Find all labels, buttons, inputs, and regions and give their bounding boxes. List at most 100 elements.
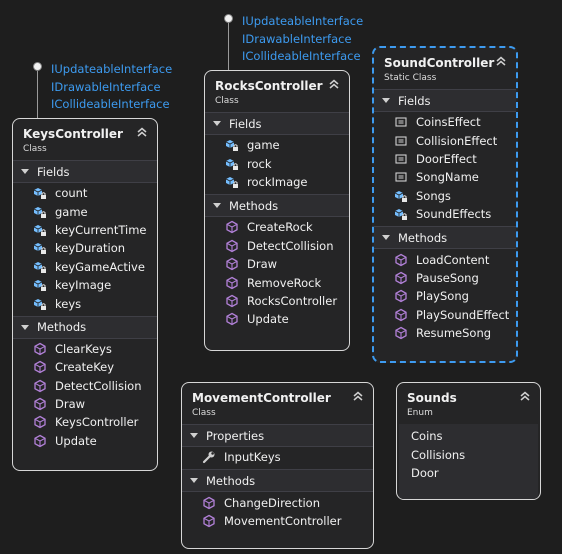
- methods-section-header[interactable]: Methods: [13, 315, 157, 339]
- field-label: keyImage: [55, 278, 112, 293]
- enum-value[interactable]: Door: [411, 465, 439, 480]
- interface-label[interactable]: IUpdateableInterface: [51, 62, 173, 76]
- field-item[interactable]: CollisionEffect: [374, 131, 516, 149]
- method-item[interactable]: ChangeDirection: [182, 493, 373, 511]
- properties-section-header[interactable]: Properties: [182, 424, 373, 447]
- field-item[interactable]: count: [13, 184, 157, 202]
- rocks-controller-box[interactable]: RocksController Class Fields game rock r…: [204, 70, 350, 351]
- field-label: Songs: [416, 188, 451, 203]
- method-label: CreateKey: [55, 360, 115, 375]
- field-label: keys: [55, 296, 82, 311]
- field-item[interactable]: rockImage: [205, 173, 349, 191]
- methods-section-header[interactable]: Methods: [205, 194, 349, 218]
- method-label: PauseSong: [416, 270, 479, 285]
- field-item[interactable]: keys: [13, 294, 157, 312]
- method-label: RemoveRock: [247, 275, 322, 290]
- method-item[interactable]: LoadContent: [374, 250, 516, 268]
- method-item[interactable]: PlaySong: [374, 287, 516, 305]
- method-icon: [33, 397, 47, 411]
- fields-section-header[interactable]: Fields: [13, 160, 157, 183]
- method-item[interactable]: Draw: [13, 395, 157, 413]
- fields-section-header[interactable]: Fields: [374, 89, 516, 112]
- section-label: Methods: [206, 473, 256, 488]
- method-item[interactable]: Update: [13, 432, 157, 450]
- public-field-icon: [394, 152, 408, 166]
- field-item[interactable]: game: [205, 136, 349, 154]
- private-field-icon: [33, 223, 47, 237]
- method-icon: [225, 220, 239, 234]
- field-item[interactable]: keyDuration: [13, 239, 157, 257]
- method-icon: [33, 342, 47, 356]
- method-item[interactable]: ResumeSong: [374, 324, 516, 342]
- method-label: LoadContent: [416, 252, 490, 267]
- collapse-icon[interactable]: [136, 126, 148, 138]
- method-item[interactable]: CreateRock: [205, 218, 349, 236]
- class-kind: Static Class: [384, 73, 437, 83]
- methods-section-header[interactable]: Methods: [182, 469, 373, 493]
- sounds-enum-box[interactable]: Sounds Enum Coins Collisions Door: [396, 382, 541, 500]
- fields-section-header[interactable]: Fields: [205, 112, 349, 135]
- movement-controller-box[interactable]: MovementController Class Properties Inpu…: [181, 382, 374, 549]
- method-item[interactable]: PauseSong: [374, 269, 516, 287]
- interface-label[interactable]: IUpdateableInterface: [242, 14, 364, 28]
- method-icon: [33, 415, 47, 429]
- method-item[interactable]: DetectCollision: [205, 237, 349, 255]
- method-item[interactable]: PlaySoundEffect: [374, 306, 516, 324]
- method-icon: [202, 514, 216, 528]
- method-icon: [394, 289, 408, 303]
- method-item[interactable]: KeysController: [13, 413, 157, 431]
- field-item[interactable]: game: [13, 202, 157, 220]
- method-item[interactable]: RocksController: [205, 292, 349, 310]
- enum-values-list: Coins Collisions Door: [399, 424, 538, 499]
- section-label: Properties: [206, 428, 265, 443]
- method-item[interactable]: Draw: [205, 255, 349, 273]
- method-item[interactable]: Update: [205, 310, 349, 328]
- public-field-icon: [394, 115, 408, 129]
- private-field-icon: [225, 175, 239, 189]
- method-icon: [202, 496, 216, 510]
- field-item[interactable]: SoundEffects: [374, 205, 516, 223]
- interface-label[interactable]: ICollideableInterface: [242, 49, 361, 63]
- field-item[interactable]: DoorEffect: [374, 150, 516, 168]
- wrench-icon: [202, 450, 216, 464]
- section-label: Methods: [229, 198, 279, 213]
- enum-value[interactable]: Collisions: [411, 447, 466, 462]
- field-item[interactable]: keyCurrentTime: [13, 221, 157, 239]
- method-item[interactable]: MovementController: [182, 512, 373, 530]
- field-label: game: [55, 204, 88, 219]
- interface-label[interactable]: IDrawableInterface: [242, 31, 352, 46]
- method-item[interactable]: DetectCollision: [13, 377, 157, 395]
- field-item[interactable]: SongName: [374, 168, 516, 186]
- field-item[interactable]: CoinsEffect: [374, 113, 516, 131]
- property-item[interactable]: InputKeys: [182, 448, 373, 466]
- keys-controller-box[interactable]: KeysController Class Fields count game k…: [12, 118, 158, 471]
- field-item[interactable]: keyGameActive: [13, 258, 157, 276]
- enum-value[interactable]: Coins: [411, 429, 443, 444]
- field-label: game: [247, 138, 280, 153]
- method-item[interactable]: CreateKey: [13, 358, 157, 376]
- interface-label[interactable]: IDrawableInterface: [51, 79, 161, 94]
- collapse-icon[interactable]: [495, 55, 507, 67]
- method-item[interactable]: ClearKeys: [13, 340, 157, 358]
- public-field-icon: [394, 134, 408, 148]
- expand-triangle-icon: [213, 121, 221, 126]
- field-label: keyCurrentTime: [55, 222, 147, 237]
- method-label: Draw: [55, 397, 86, 412]
- method-item[interactable]: RemoveRock: [205, 273, 349, 291]
- collapse-icon[interactable]: [328, 78, 340, 90]
- class-name: SoundController: [384, 56, 495, 70]
- sound-controller-box[interactable]: SoundController Static Class Fields Coin…: [372, 46, 518, 363]
- collapse-icon[interactable]: [352, 390, 364, 402]
- methods-section-header[interactable]: Methods: [374, 226, 516, 250]
- public-field-icon: [394, 170, 408, 184]
- collapse-icon[interactable]: [519, 390, 531, 402]
- interface-label[interactable]: ICollideableInterface: [51, 97, 170, 111]
- private-field-icon: [33, 241, 47, 255]
- field-item[interactable]: Songs: [374, 187, 516, 205]
- method-label: KeysController: [55, 415, 139, 430]
- field-item[interactable]: rock: [205, 154, 349, 172]
- expand-triangle-icon: [382, 235, 390, 241]
- field-item[interactable]: keyImage: [13, 276, 157, 294]
- method-icon: [225, 312, 239, 326]
- field-label: rockImage: [247, 174, 308, 189]
